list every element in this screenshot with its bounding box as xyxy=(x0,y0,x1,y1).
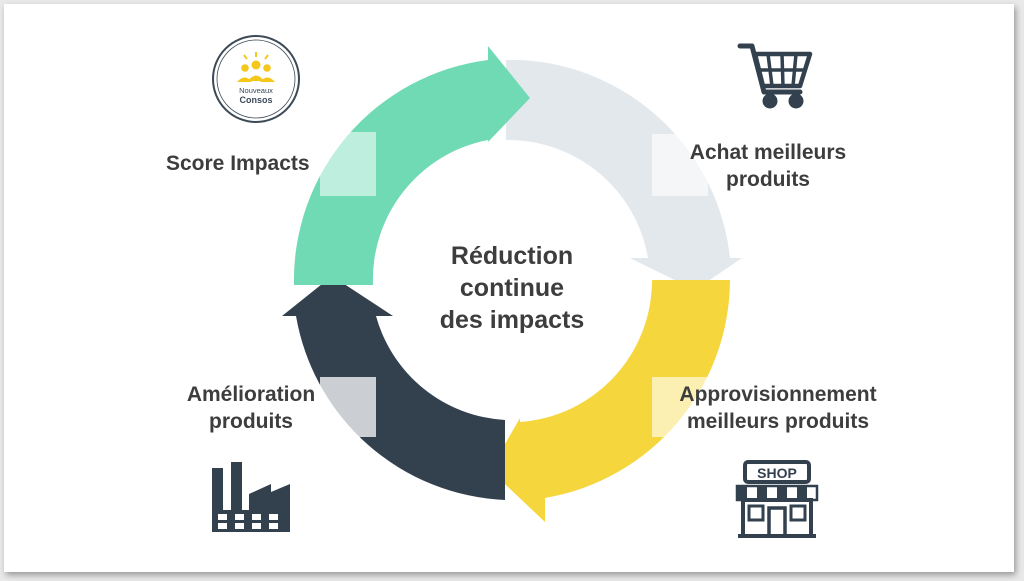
logo-line2: Consos xyxy=(239,95,272,105)
shop-storefront-icon: SHOP xyxy=(735,460,819,538)
center-line1: Réduction xyxy=(450,242,574,270)
appro-line2: meilleurs produits xyxy=(686,410,870,433)
label-backdrop-amelioration xyxy=(320,377,376,437)
label-backdrop-score xyxy=(320,132,376,196)
shop-sign-text: SHOP xyxy=(757,465,797,481)
achat-line2: produits xyxy=(726,168,810,191)
arc-score xyxy=(293,46,530,285)
logo-line1: Nouveaux xyxy=(239,86,273,95)
step-label-appro: Approvisionnement meilleurs produits xyxy=(655,381,901,435)
label-backdrop-appro xyxy=(652,377,708,437)
appro-line1: Approvisionnement xyxy=(679,383,877,406)
amelioration-line1: Amélioration xyxy=(186,383,316,406)
arc-appro xyxy=(490,280,730,522)
center-title: Réduction continue des impacts xyxy=(412,240,612,336)
step-label-amelioration: Amélioration produits xyxy=(166,381,336,435)
factory-icon xyxy=(212,462,290,532)
arc-amelioration xyxy=(282,276,505,500)
center-line2: continue xyxy=(459,274,565,302)
nouveaux-consos-logo-icon: Nouveaux Consos xyxy=(212,35,300,123)
step-label-score: Score Impacts xyxy=(166,150,336,177)
label-backdrop-achat xyxy=(652,134,708,196)
step-label-achat: Achat meilleurs produits xyxy=(668,139,868,193)
center-line3: des impacts xyxy=(439,306,585,334)
score-line1: Score Impacts xyxy=(166,152,310,175)
achat-line1: Achat meilleurs xyxy=(689,141,847,164)
amelioration-line2: produits xyxy=(209,410,293,433)
arc-achat xyxy=(506,60,742,290)
shopping-cart-icon xyxy=(737,43,813,109)
